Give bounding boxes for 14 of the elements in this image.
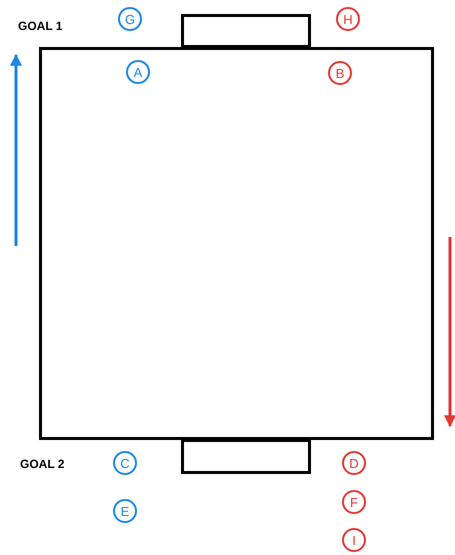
goal-box (181, 14, 311, 48)
goal-box (181, 439, 311, 474)
goal-label: GOAL 2 (20, 457, 64, 471)
player-marker: C (113, 451, 137, 475)
player-marker: I (342, 528, 366, 552)
player-marker: D (342, 451, 366, 475)
player-marker: H (336, 7, 360, 31)
field-box (39, 47, 434, 440)
player-marker: A (126, 60, 150, 84)
player-marker: E (113, 499, 137, 523)
player-marker: G (118, 7, 142, 31)
goal-label: GOAL 1 (18, 19, 62, 33)
player-marker: F (342, 490, 366, 514)
player-marker: B (328, 61, 352, 85)
